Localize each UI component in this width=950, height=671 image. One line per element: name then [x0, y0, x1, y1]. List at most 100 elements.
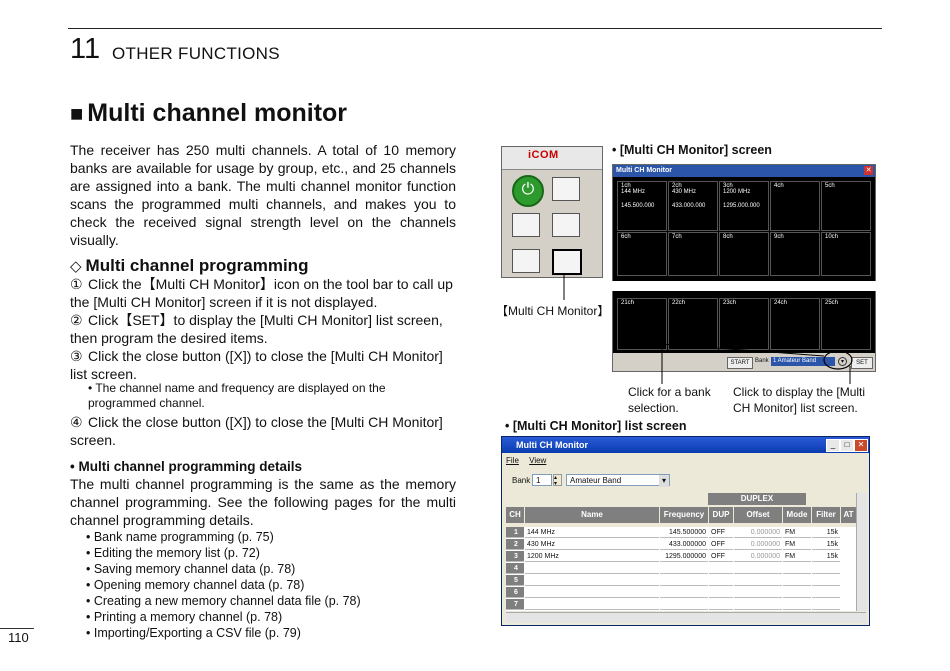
maximize-icon[interactable]: □: [840, 439, 854, 452]
column-header[interactable]: Name: [525, 507, 659, 523]
channel-cell[interactable]: 2ch 430 MHz 433.000.000: [668, 181, 718, 231]
step-text: Click the close button ([X]) to close th…: [70, 414, 443, 448]
menu-view[interactable]: View: [529, 456, 547, 465]
menu-file[interactable]: File: [506, 456, 519, 465]
menu-bar: File View: [506, 456, 546, 465]
square-bullet-icon: ■: [70, 101, 84, 126]
step-text: Click【SET】to display the [Multi CH Monit…: [70, 312, 443, 346]
channel-cell[interactable]: 7ch: [668, 232, 718, 276]
page-rule: [0, 628, 34, 629]
table-cell: [709, 587, 733, 598]
table-cell: 1295.000000: [660, 551, 708, 562]
channel-cell[interactable]: 10ch: [821, 232, 871, 276]
bank-select[interactable]: 1 Amateur Band: [771, 357, 835, 366]
table-cell: [660, 599, 708, 610]
table-cell: [709, 563, 733, 574]
table-cell: [525, 575, 659, 586]
table-cell: 5: [506, 575, 524, 586]
section-title-text: Multi channel monitor: [87, 99, 348, 127]
channel-name: 144 MHz: [621, 189, 646, 195]
table-row[interactable]: 7: [506, 599, 856, 610]
bank-spinner[interactable]: ▴▾: [553, 474, 562, 487]
multi-ch-monitor-icon[interactable]: [552, 249, 582, 275]
table-cell: FM: [783, 539, 811, 550]
channel-number: 24ch: [774, 300, 788, 306]
memory-icon[interactable]: [512, 213, 540, 237]
column-header[interactable]: Frequency: [660, 507, 708, 523]
column-header[interactable]: AT: [841, 507, 856, 523]
power-icon[interactable]: ⏻: [512, 175, 544, 207]
table-cell: [525, 599, 659, 610]
subsection-title: ◇Multi channel programming: [70, 256, 308, 276]
channel-number: 22ch: [672, 300, 686, 306]
screen-cut-gap: [611, 281, 877, 291]
close-icon[interactable]: ✕: [854, 439, 868, 452]
table-cell: [812, 587, 840, 598]
channel-number: 9ch: [774, 234, 784, 240]
close-icon[interactable]: ✕: [864, 166, 873, 175]
column-header[interactable]: DUP: [709, 507, 733, 523]
table-cell: [812, 575, 840, 586]
horizontal-scrollbar[interactable]: [506, 612, 866, 623]
toolbar-callout-line: [563, 274, 565, 300]
channel-cell[interactable]: 8ch: [719, 232, 769, 276]
column-header[interactable]: CH: [506, 507, 524, 523]
icom-logo: iCOM: [528, 149, 559, 161]
channel-number: 7ch: [672, 234, 682, 240]
details-heading: • Multi channel programming details: [70, 459, 303, 474]
bullet-item: • Creating a new memory channel data fil…: [86, 594, 361, 608]
receiver-icon[interactable]: [552, 177, 580, 201]
channel-cell[interactable]: 25ch: [821, 298, 871, 350]
bank-name-select[interactable]: Amateur Band▾: [566, 474, 670, 487]
figure1-caption: • [Multi CH Monitor] screen: [612, 143, 772, 157]
bank-dropdown-arrow-icon[interactable]: ▾: [838, 357, 847, 366]
section-title: ■Multi channel monitor: [70, 99, 347, 128]
step-number: ③: [70, 348, 83, 364]
channel-cell[interactable]: 4ch: [770, 181, 820, 231]
table-cell: [709, 599, 733, 610]
table-cell: 433.000000: [660, 539, 708, 550]
table-cell: [783, 575, 811, 586]
channel-number: 21ch: [621, 300, 635, 306]
channel-cell[interactable]: 3ch 1200 MHz 1295.000.000: [719, 181, 769, 231]
table-cell: 15k: [812, 539, 840, 550]
edit-icon[interactable]: [512, 249, 540, 273]
column-header[interactable]: Filter: [812, 507, 840, 523]
table-row[interactable]: 6: [506, 587, 856, 598]
channel-cell[interactable]: 6ch: [617, 232, 667, 276]
table-row[interactable]: 4: [506, 563, 856, 574]
table-cell: [734, 587, 782, 598]
table-cell: [783, 587, 811, 598]
channel-cell[interactable]: 21ch: [617, 298, 667, 350]
table-row[interactable]: 5: [506, 575, 856, 586]
channel-cell[interactable]: 23ch: [719, 298, 769, 350]
bullet-item: • Importing/Exporting a CSV file (p. 79): [86, 626, 301, 640]
channel-number: 2ch: [672, 183, 682, 189]
channel-cell[interactable]: 9ch: [770, 232, 820, 276]
bank-number-field[interactable]: 1: [532, 474, 552, 486]
vertical-scrollbar[interactable]: [856, 493, 867, 611]
channel-frequency: 145.500.000: [621, 203, 655, 209]
set-button[interactable]: SET: [851, 357, 873, 369]
scan-icon[interactable]: [552, 213, 580, 237]
channel-cell[interactable]: 24ch: [770, 298, 820, 350]
table-cell: OFF: [709, 539, 733, 550]
channel-cell[interactable]: 22ch: [668, 298, 718, 350]
column-header[interactable]: Offset: [734, 507, 782, 523]
table-header: CH Name Frequency DUP Offset Mode Filter…: [506, 507, 856, 525]
channel-number: 3ch: [723, 183, 733, 189]
step-3-note: • The channel name and frequency are dis…: [88, 381, 386, 410]
start-button[interactable]: START: [727, 357, 753, 369]
step-number: ②: [70, 312, 83, 328]
dropdown-arrow-icon[interactable]: ▾: [659, 475, 669, 487]
minimize-icon[interactable]: _: [826, 439, 840, 452]
table-cell: [660, 575, 708, 586]
channel-cell[interactable]: 5ch: [821, 181, 871, 231]
column-header[interactable]: Mode: [783, 507, 811, 523]
channel-cell[interactable]: 1ch 144 MHz 145.500.000: [617, 181, 667, 231]
